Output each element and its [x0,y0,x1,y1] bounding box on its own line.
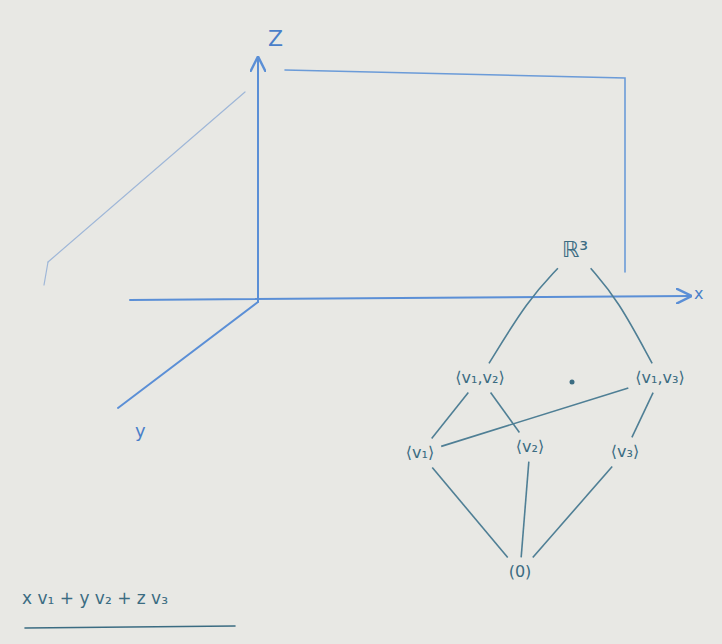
dot [570,380,575,385]
subspace-label: ⟨v₁,v₂⟩ [455,368,504,387]
underline [25,626,235,628]
lattice-line [432,468,507,558]
subspace-label: ⟨v₁⟩ [406,443,434,462]
subspace-label: (0) [509,562,532,581]
axis-label: y [135,420,146,441]
lattice-line [521,462,529,558]
axis-label: Z [268,26,283,51]
subspace-node: ⟨v₂⟩ [512,435,548,458]
subspace-label: ℝ³ [562,237,588,262]
y-axis [118,302,258,408]
subspace-label: ⟨v₂⟩ [516,437,544,456]
z-axis [257,58,259,302]
lattice-line [489,268,558,363]
subspace-label: ⟨v₁,v₃⟩ [635,368,684,387]
lattice-line [533,467,612,558]
formula: x v₁ + y v₂ + z v₃ [22,588,168,608]
faint-line [44,262,48,285]
subspace-node: ⟨v₃⟩ [607,440,643,463]
subspace-node: ℝ³ [558,235,592,265]
lattice-line [591,268,652,363]
faint-line [48,92,245,262]
subspace-label: ⟨v₃⟩ [611,442,639,461]
lattice-line [432,393,469,439]
axis-label: x [694,284,703,303]
subspace-node: ⟨v₁⟩ [402,441,438,464]
subspace-node: (0) [505,560,536,583]
x-axis [130,296,690,300]
subspace-node: ⟨v₁,v₃⟩ [631,366,688,389]
lattice-line [632,393,653,438]
subspace-node: ⟨v₁,v₂⟩ [451,366,508,389]
frame-line [285,70,625,272]
